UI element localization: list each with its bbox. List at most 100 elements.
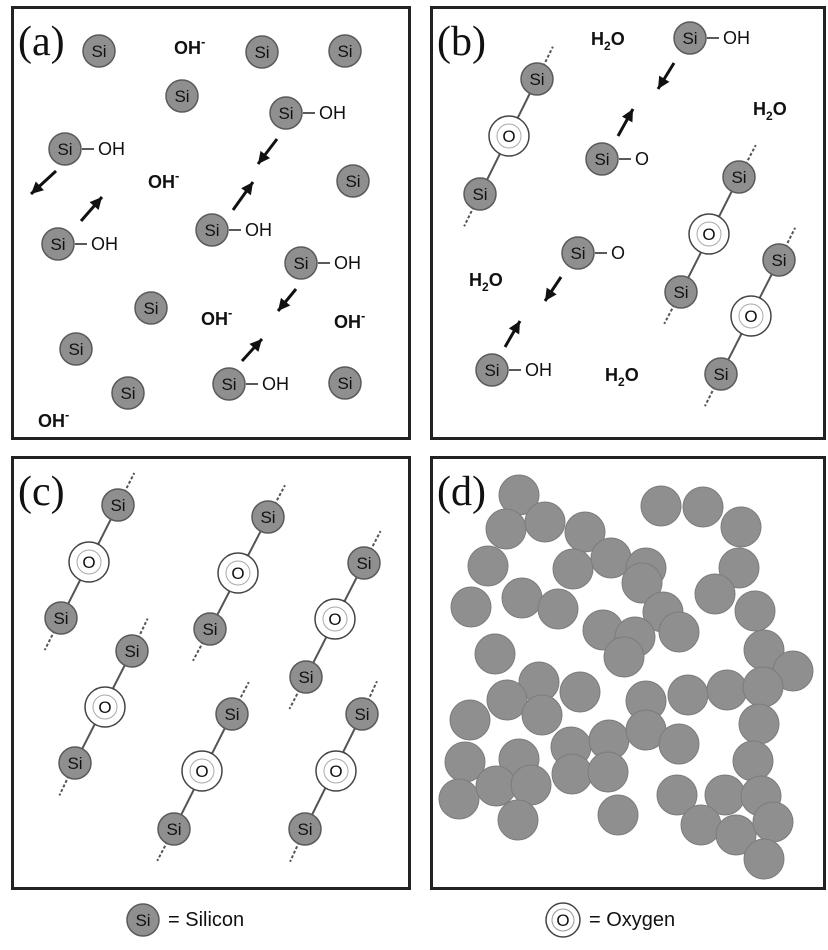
silica-particle bbox=[485, 508, 527, 550]
hydroxide-ion: OH- bbox=[148, 168, 179, 192]
silica-particle bbox=[682, 486, 724, 528]
silica-particle bbox=[597, 794, 639, 836]
oxygen-group: O bbox=[635, 149, 649, 169]
silica-particle bbox=[564, 511, 606, 553]
oxygen-inner-ring bbox=[496, 123, 522, 149]
silicon-atom bbox=[269, 96, 303, 130]
silicon-atom bbox=[212, 367, 246, 401]
hydroxyl-group: OH bbox=[262, 374, 289, 394]
silica-particle bbox=[475, 765, 517, 807]
silica-particle bbox=[715, 814, 757, 856]
silica-particle bbox=[449, 699, 491, 741]
hydroxyl-group: OH bbox=[98, 139, 125, 159]
chain-tail bbox=[43, 630, 56, 651]
silicon-atom bbox=[115, 634, 149, 668]
oxygen-inner-ring bbox=[322, 606, 348, 632]
panel-label-b: (b) bbox=[437, 19, 486, 65]
silicon-symbol: Si bbox=[221, 375, 236, 394]
arrow-head bbox=[258, 150, 271, 164]
arrow-head bbox=[278, 297, 291, 311]
oxygen-group: O bbox=[611, 243, 625, 263]
silicon-symbol: Si bbox=[297, 820, 312, 839]
hydroxyl-group: OH bbox=[319, 103, 346, 123]
silicon-symbol: Si bbox=[682, 29, 697, 48]
chain-tail bbox=[663, 303, 676, 325]
oxygen-legend-label: = Oxygen bbox=[589, 908, 676, 931]
silica-particle bbox=[497, 799, 539, 841]
panel-label-c: (c) bbox=[18, 469, 65, 515]
silica-particle bbox=[552, 548, 594, 590]
silicon-atom bbox=[195, 213, 229, 247]
arrow-head bbox=[545, 287, 557, 301]
silicon-atom bbox=[345, 697, 379, 731]
silicon-symbol: Si bbox=[472, 185, 487, 204]
arrow-head bbox=[621, 109, 633, 123]
silicon-symbol: Si bbox=[713, 365, 728, 384]
silica-particle bbox=[621, 562, 663, 604]
oxygen-inner-ring bbox=[76, 549, 102, 575]
silica-particle bbox=[524, 501, 566, 543]
silica-particle bbox=[718, 547, 760, 589]
silica-particle bbox=[486, 679, 528, 721]
silicon-atom-icon: Si bbox=[126, 903, 160, 937]
silica-particle bbox=[743, 838, 785, 880]
silicon-symbol: Si bbox=[529, 70, 544, 89]
silicon-symbol: Si bbox=[570, 244, 585, 263]
charge-superscript: - bbox=[201, 34, 205, 49]
chain-tail bbox=[58, 775, 70, 796]
chain-tail bbox=[463, 206, 475, 227]
silica-particle bbox=[667, 674, 709, 716]
chain-tail bbox=[369, 530, 382, 552]
silica-particle bbox=[706, 669, 748, 711]
silicon-symbol: Si bbox=[345, 172, 360, 191]
water-o: O bbox=[611, 29, 625, 49]
water-molecule: H2O bbox=[605, 365, 639, 389]
silicon-symbol: Si bbox=[298, 668, 313, 687]
silicon-symbol: Si bbox=[594, 150, 609, 169]
silicon-atom bbox=[328, 34, 362, 68]
chain-tail bbox=[237, 681, 250, 703]
water-h: H bbox=[591, 29, 604, 49]
silicon-atom bbox=[336, 164, 370, 198]
silicon-symbol: Si bbox=[50, 235, 65, 254]
arrow-head bbox=[31, 181, 44, 194]
legend-oxygen: O = Oxygen bbox=[543, 898, 675, 942]
water-h: H bbox=[753, 99, 766, 119]
oxygen-symbol: O bbox=[195, 762, 208, 781]
hydroxide-ion: OH- bbox=[174, 34, 205, 58]
silicon-atom bbox=[347, 546, 381, 580]
silica-particle bbox=[521, 694, 563, 736]
silica-particle bbox=[656, 774, 698, 816]
silicon-symbol: Si bbox=[67, 754, 82, 773]
chain-tail bbox=[273, 484, 286, 506]
silicon-symbol: Si bbox=[91, 42, 106, 61]
silicon-atom bbox=[288, 812, 322, 846]
chain-tail bbox=[156, 840, 169, 862]
silica-particle bbox=[510, 764, 552, 806]
silicon-atom bbox=[673, 21, 707, 55]
arrow-head bbox=[249, 339, 262, 352]
silicon-symbol: Si bbox=[278, 104, 293, 123]
silicon-atom bbox=[134, 291, 168, 325]
silica-particle bbox=[720, 506, 762, 548]
silicon-atom bbox=[463, 177, 497, 211]
silicon-symbol: Si bbox=[53, 609, 68, 628]
charge-superscript: - bbox=[175, 168, 179, 183]
silicon-atom bbox=[157, 812, 191, 846]
silicon-symbol: Si bbox=[254, 43, 269, 62]
silica-particle bbox=[658, 723, 700, 765]
oxygen-symbol: O bbox=[744, 307, 757, 326]
oxygen-atom-icon: O bbox=[545, 902, 581, 938]
chain-tail bbox=[744, 144, 757, 166]
oxygen-inner-ring bbox=[92, 694, 118, 720]
silica-particle bbox=[738, 703, 780, 745]
panel-d-particle-network bbox=[438, 474, 814, 880]
water-h: H bbox=[469, 270, 482, 290]
silicon-symbol: Si bbox=[120, 384, 135, 403]
water-o: O bbox=[773, 99, 787, 119]
silica-particle bbox=[587, 751, 629, 793]
